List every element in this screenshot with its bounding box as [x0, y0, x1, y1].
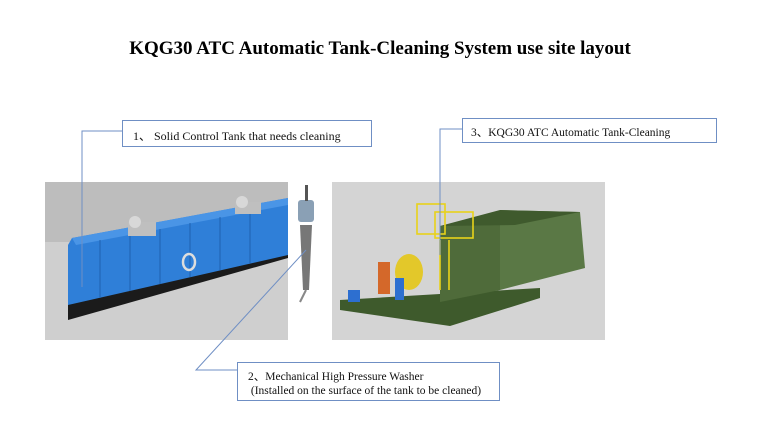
callout-text: 3、KQG30 ATC Automatic Tank-Cleaning — [471, 127, 671, 139]
callout-tank-cleaning-system: 3、KQG30 ATC Automatic Tank-Cleaning — [462, 118, 717, 143]
callout-subtext: (Installed on the surface of the tank to… — [248, 385, 482, 397]
callout-text: 2、Mechanical High Pressure Washer — [248, 371, 424, 383]
tank-cleaning-system-image — [332, 182, 605, 340]
callout-solid-control-tank: 1、 Solid Control Tank that needs cleanin… — [122, 120, 372, 147]
callout-text: 1、 Solid Control Tank that needs cleanin… — [133, 129, 341, 143]
high-pressure-washer-image — [288, 185, 332, 305]
page-title: KQG30 ATC Automatic Tank-Cleaning System… — [129, 38, 631, 59]
leader-lines — [81, 128, 462, 371]
solid-control-tank-image — [45, 182, 288, 340]
callout-high-pressure-washer: 2、Mechanical High Pressure Washer (Insta… — [237, 362, 500, 401]
